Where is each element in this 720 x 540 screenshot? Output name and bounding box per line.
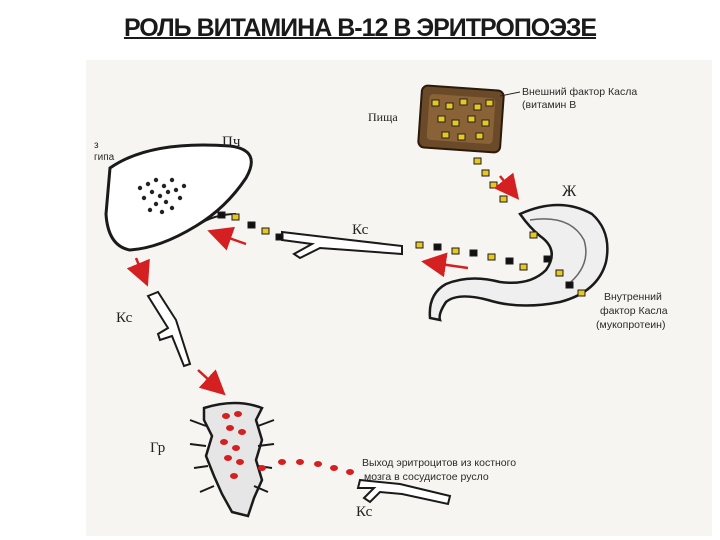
label-bone-marrow: Гр	[150, 440, 165, 456]
flow-arrows	[126, 172, 520, 396]
label-vessel-bottom: Кс	[356, 504, 373, 520]
erythrocyte-dots	[220, 411, 354, 479]
page-title: РОЛЬ ВИТАМИНА В-12 В ЭРИТРОПОЭЗЕ	[123, 14, 597, 42]
diagram-panel	[86, 60, 712, 536]
label-erythrocyte-exit-2: мозга в сосудистое русло	[364, 471, 489, 483]
food-bread-illustration	[417, 84, 505, 154]
label-extrinsic-factor-1: Внешний фактор Касла	[522, 86, 637, 98]
label-intrinsic-factor-3: (мукопротеин)	[596, 319, 665, 331]
vessel-bottom	[356, 478, 452, 506]
liver-illustration	[104, 143, 253, 252]
arrow-vessel-to-marrow	[197, 369, 226, 396]
label-intrinsic-factor-1: Внутренний	[604, 291, 662, 303]
label-liver: Пч	[222, 134, 241, 150]
label-food: Пища	[368, 110, 398, 124]
vessel-top	[281, 230, 403, 260]
label-extrinsic-factor-2: (витамин В	[522, 99, 576, 111]
arrow-vessel-to-liver	[207, 226, 247, 251]
bone-marrow-illustration	[189, 401, 275, 518]
label-liver-note-1: з	[94, 140, 99, 151]
label-stomach: Ж	[562, 183, 577, 200]
label-vessel-left: Кс	[116, 310, 133, 326]
label-liver-note-2: гипа	[94, 152, 115, 163]
label-intrinsic-factor-2: фактор Касла	[600, 305, 668, 317]
arrow-stomach-to-vessel	[421, 252, 469, 278]
arrow-food-to-stomach	[493, 172, 520, 200]
arrow-liver-to-vessel	[126, 257, 150, 287]
label-erythrocyte-exit-1: Выход эритроцитов из костного	[362, 457, 516, 469]
vessel-left	[146, 290, 192, 368]
label-vessel-top: Кс	[352, 222, 369, 238]
stomach-illustration	[428, 203, 609, 322]
